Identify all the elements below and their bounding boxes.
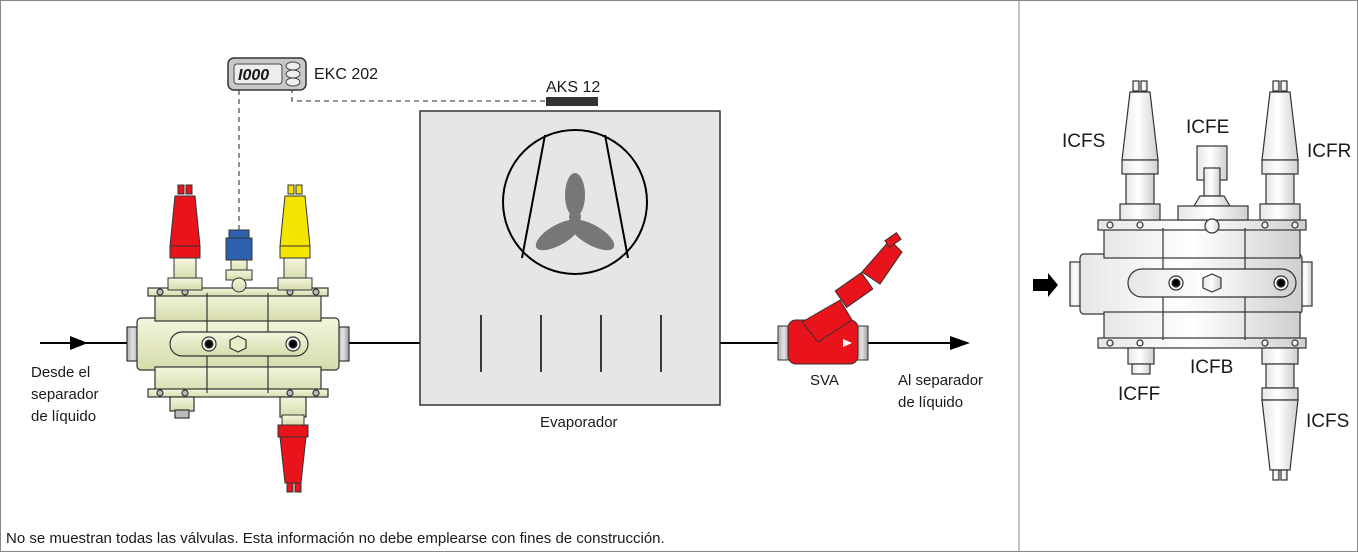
controller-label: EKC 202 (314, 66, 378, 83)
inlet-label: Desde el separador de líquido (31, 364, 99, 425)
inlet-arrow (70, 336, 88, 350)
svg-text:de líquido: de líquido (898, 394, 963, 411)
evaporator-label: Evaporador (540, 414, 618, 431)
icff-label: ICFF (1118, 384, 1160, 405)
sva-label: SVA (810, 372, 839, 389)
icf-valve-station (126, 287, 350, 419)
svg-text:Desde el: Desde el (31, 364, 90, 381)
icfr-label: ICFR (1307, 141, 1351, 162)
controller-ekc: I000 (227, 57, 307, 91)
icfb-label: ICFB (1190, 357, 1233, 378)
flow-direction-arrow (1033, 273, 1058, 297)
icfs-top-valve-red (167, 184, 203, 291)
evaporator (419, 110, 721, 406)
outlet-label: Al separador de líquido (898, 372, 983, 411)
icfe-solenoid-blue (225, 229, 253, 293)
fan-icon (502, 129, 648, 275)
controller-display: I000 (238, 67, 269, 84)
icf-detail-drawing (1069, 80, 1313, 481)
outlet-arrow (950, 336, 970, 350)
svg-text:separador: separador (31, 386, 99, 403)
icfr-valve-yellow (277, 184, 313, 291)
icfe-label: ICFE (1186, 117, 1229, 138)
sva-valve (777, 232, 903, 365)
temperature-sensor (546, 97, 598, 106)
signal-wire (238, 88, 546, 232)
footnote: No se muestran todas las válvulas. Esta … (6, 530, 665, 547)
icfs-bottom-label: ICFS (1306, 411, 1349, 432)
svg-text:Al separador: Al separador (898, 372, 983, 389)
sensor-label: AKS 12 (546, 79, 600, 96)
svg-text:de líquido: de líquido (31, 408, 96, 425)
icfs-bottom-valve-red (277, 414, 309, 493)
evaporator-coil (480, 315, 662, 372)
icfs-top-label: ICFS (1062, 131, 1105, 152)
